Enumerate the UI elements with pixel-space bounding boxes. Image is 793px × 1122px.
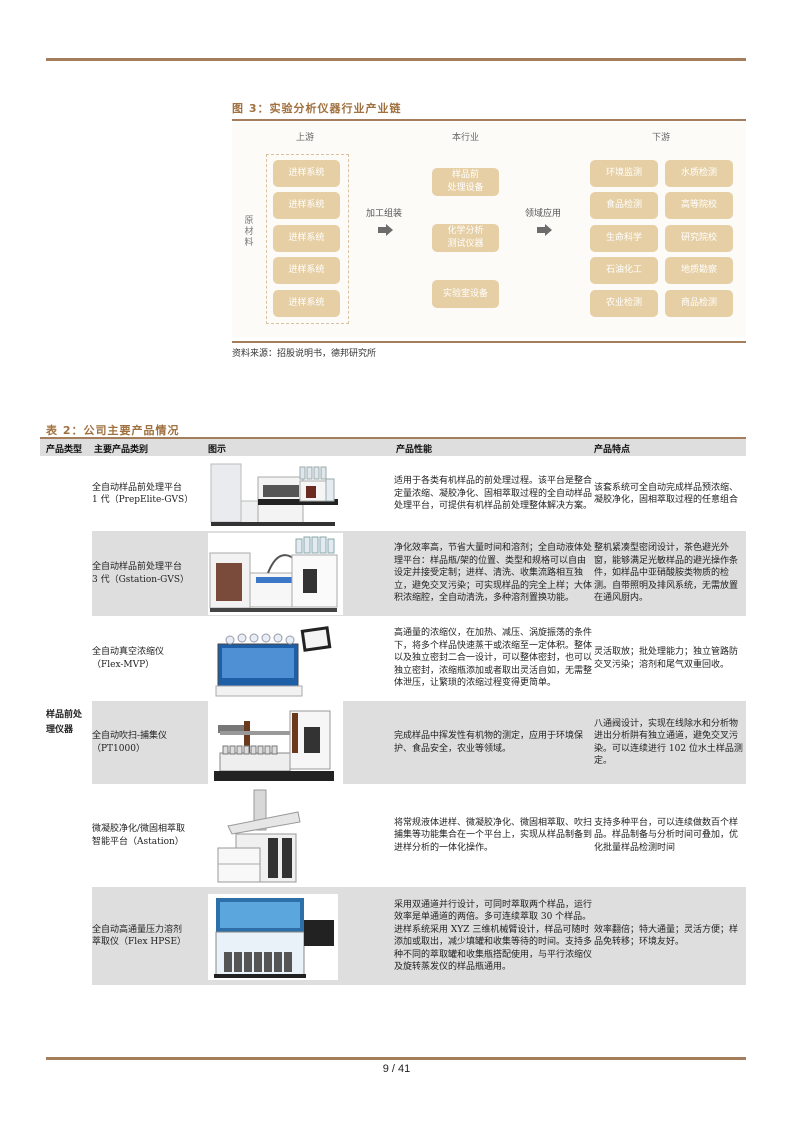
product-type-cell: 样品前处 理仪器 — [46, 710, 83, 735]
features-cell: 灵活取放；批处理能力；独立管路防交叉污染；溶剂和尾气双重回收。 — [594, 647, 739, 670]
table-row: 全自动样品前处理平台 3 代（Gstation-GVS） 净化效率高，节省大量时… — [40, 531, 746, 616]
table-row: 全自动样品前处理平台 1 代（PrepElite-GVS） 适用于各类有机样品的… — [40, 457, 746, 531]
performance-cell: 将常规液体进样、微凝胶净化、微固相萃取、吹扫捕集等功能集合在一个平台上，实现从样… — [394, 817, 593, 853]
category-cell: 微凝胶净化/微固相萃取 智能平台（Astation） — [92, 824, 186, 847]
header-features: 产品特点 — [594, 445, 631, 455]
upstream-box: 进样系统 — [273, 225, 340, 252]
features-cell: 八通阀设计，实现在线除水和分析物进出分析阱有独立通道，避免交叉污染。可以连续进行… — [594, 718, 743, 767]
product-image — [208, 894, 338, 980]
upstream-group-frame — [266, 154, 349, 324]
downstream-box: 水质检测 — [665, 160, 733, 187]
header-product-type: 产品类型 — [46, 445, 83, 455]
figure-bottom-rule — [232, 341, 746, 343]
industry-chain-diagram: 上游 本行业 下游 原材料 进样系统 进样系统 进样系统 进样系统 进样系统 加… — [232, 122, 746, 337]
instrument-illustration — [215, 626, 332, 697]
upstream-box: 进样系统 — [273, 160, 340, 187]
features-cell: 该套系统可全自动完成样品预浓缩、凝胶净化，固相萃取过程的任意组合 — [594, 482, 739, 506]
upstream-box: 进样系统 — [273, 192, 340, 219]
header-rule — [46, 58, 746, 61]
category-cell: 全自动吹扫-捕集仪 （PT1000） — [92, 731, 168, 754]
industry-box-pretreatment: 样品前 处理设备 — [432, 168, 499, 196]
category-cell: 全自动样品前处理平台 3 代（Gstation-GVS） — [92, 562, 189, 585]
figure-title-rule — [232, 119, 746, 121]
product-image — [208, 459, 338, 529]
arrow-label-processing: 加工组装 — [366, 209, 403, 219]
header-image: 图示 — [208, 445, 227, 455]
table-header-row: 产品类型 主要产品类别 图示 产品性能 产品特点 — [40, 439, 746, 456]
instrument-illustration — [214, 898, 334, 978]
product-image — [208, 786, 308, 886]
performance-cell: 高通量的浓缩仪，在加热、减压、涡旋振荡的条件下，将多个样品快速蒸干或浓缩至一定体… — [394, 628, 593, 689]
table-row: 全自动高通量压力溶剂 萃取仪（Flex HPSE） 采用双通道并行设计，可同时萃… — [40, 887, 746, 985]
product-image — [208, 618, 333, 700]
features-cell: 效率翻倍；特大通量；灵活方便；样品免转移；环境友好。 — [594, 924, 739, 948]
features-cell: 整机紧凑型密闭设计，茶色避光外窗，能够满足光敏样品的避光操作条件，如样品中亚硝酸… — [594, 543, 739, 604]
category-cell: 全自动高通量压力溶剂 萃取仪（Flex HPSE） — [92, 924, 187, 948]
downstream-heading: 下游 — [652, 133, 671, 143]
arrow-label-application: 领域应用 — [525, 209, 562, 219]
page-number: 9 / 41 — [382, 1063, 411, 1075]
product-image — [208, 701, 343, 784]
performance-cell: 完成样品中挥发性有机物的测定，应用于环境保护、食品安全，农业等领域。 — [394, 731, 584, 754]
instrument-illustration — [214, 710, 334, 781]
table-row: 全自动吹扫-捕集仪 （PT1000） 完成样品中挥发性有机物的测定，应用于环境保… — [40, 701, 746, 784]
table-title: 表 2：公司主要产品情况 — [46, 424, 180, 437]
upstream-box: 进样系统 — [273, 290, 340, 317]
instrument-illustration — [209, 536, 338, 612]
performance-cell: 净化效率高，节省大量时间和溶剂；全自动液体处理平台：样品瓶/架的位置、类型和规格… — [394, 543, 593, 604]
industry-box-analysis: 化学分析 测试仪器 — [432, 224, 499, 252]
header-performance: 产品性能 — [396, 445, 433, 455]
downstream-box: 食品检测 — [590, 192, 658, 219]
downstream-box: 地质勘察 — [665, 257, 733, 284]
upstream-box: 进样系统 — [273, 257, 340, 284]
downstream-box: 研究院校 — [665, 225, 733, 252]
upstream-heading: 上游 — [296, 133, 315, 143]
figure-source: 资料来源：招股说明书，德邦研究所 — [232, 349, 377, 359]
category-cell: 全自动样品前处理平台 1 代（PrepElite-GVS） — [92, 482, 194, 506]
product-image — [208, 533, 343, 615]
downstream-box: 石油化工 — [590, 257, 658, 284]
industry-heading: 本行业 — [452, 133, 480, 143]
downstream-box: 环境监测 — [590, 160, 658, 187]
figure-title: 图 3：实验分析仪器行业产业链 — [232, 102, 402, 115]
raw-material-label: 原材料 — [244, 216, 254, 248]
table-row: 微凝胶净化/微固相萃取 智能平台（Astation） 将常规液体进样、微凝胶净化… — [40, 784, 746, 887]
header-category: 主要产品类别 — [94, 445, 149, 455]
industry-box-lab: 实验室设备 — [432, 280, 499, 308]
instrument-illustration — [210, 463, 338, 526]
downstream-box: 生命科学 — [590, 225, 658, 252]
category-cell: 全自动真空浓缩仪 （Flex-MVP） — [92, 647, 165, 670]
performance-cell: 适用于各类有机样品的前处理过程。该平台是整合定量浓缩、凝胶净化、固相萃取过程的全… — [394, 476, 593, 512]
downstream-box: 农业检测 — [590, 290, 658, 317]
footer-rule — [46, 1057, 746, 1060]
table-row: 全自动真空浓缩仪 （Flex-MVP） 高通量的浓缩仪，在加热、减压、涡旋振荡的… — [40, 616, 746, 701]
instrument-illustration — [217, 789, 301, 883]
performance-cell: 采用双通道并行设计，可同时萃取两个样品，运行效率是单通道的两倍。多可连续萃取 3… — [394, 899, 593, 973]
table-title-rule — [40, 437, 746, 439]
features-cell: 支持多种平台，可以连续做数百个样品。样品制备与分析时间可叠加，优化批量样品检测时… — [594, 817, 739, 853]
downstream-box: 高等院校 — [665, 192, 733, 219]
downstream-box: 商品检测 — [665, 290, 733, 317]
